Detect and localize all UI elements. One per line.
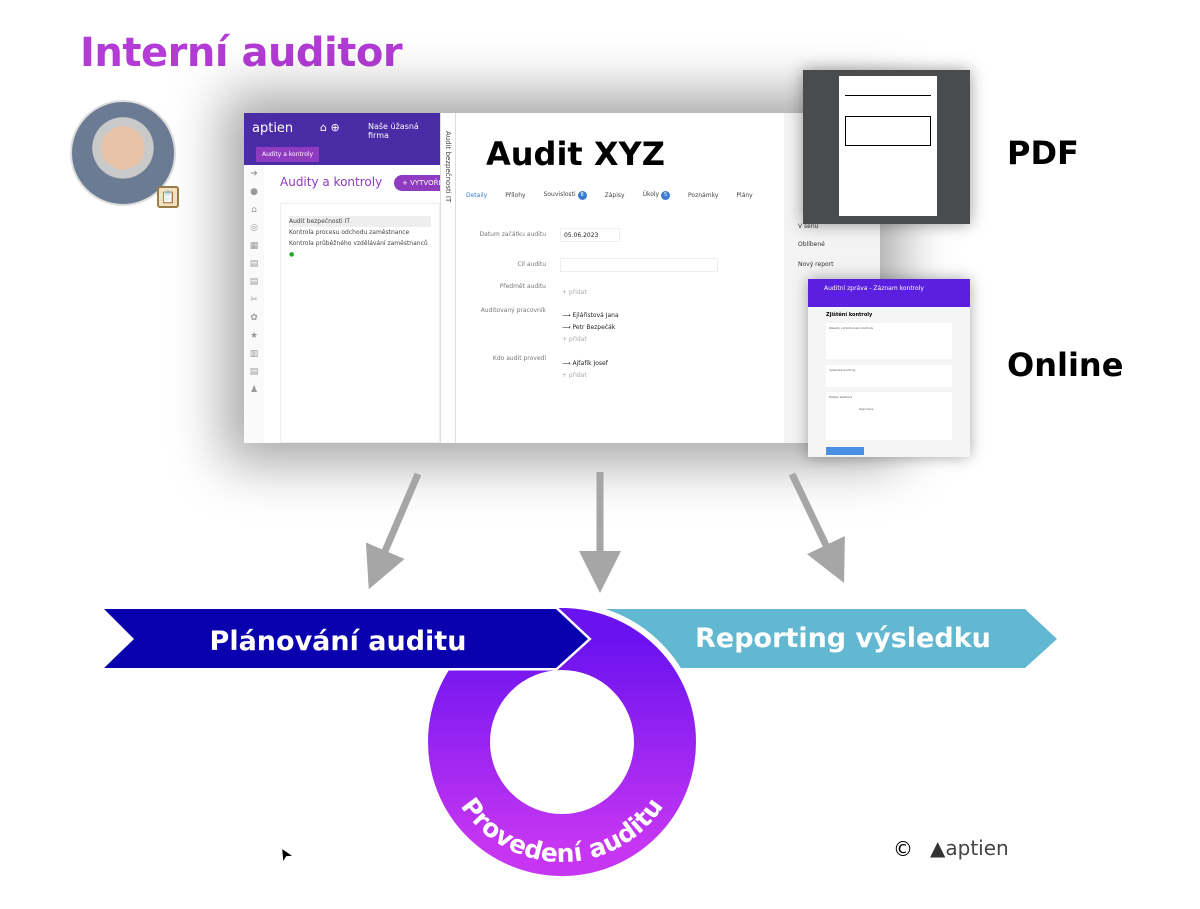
tab-ukoly: Úkoly 5 <box>643 191 671 200</box>
reporting-arrow <box>600 609 1057 668</box>
flow-arrows <box>365 472 845 593</box>
form-field: Výsledek kontroly <box>826 365 952 387</box>
sidebar-icons: ➜●⌂◎▦▤▤✂✿★▥▤♟ <box>244 165 264 443</box>
online-label: Online <box>1007 346 1124 384</box>
home-icon: ⌂ ⊕ <box>320 121 340 134</box>
list-item: Audit bezpečnosti IT <box>289 216 431 227</box>
aptien-logo: ▲aptien <box>930 836 1009 860</box>
header-tab: Audity a kontroly <box>256 147 320 162</box>
step-reporting-label: Reporting výsledku <box>695 623 991 654</box>
field-label: Cíl auditu <box>517 261 546 268</box>
person: ⟶ Petr Bezpečák <box>562 324 616 331</box>
pdf-label: PDF <box>1007 134 1079 172</box>
company-name: Naše úžasná firma <box>368 122 419 140</box>
copyright-icon: © <box>893 837 913 861</box>
tab-prilohy: Přílohy <box>505 192 526 199</box>
list-item: Kontrola průběžného vzdělávání zaměstnan… <box>289 240 428 247</box>
vertical-title: Audit bezpečnosti IT <box>444 131 452 203</box>
date-field: 05.06.2023 <box>560 228 620 242</box>
list-title: Audity a kontroly <box>280 175 383 189</box>
form-section: Zjištění kontroly <box>826 312 873 318</box>
person: ⟶ Ejlářistová Jana <box>562 312 619 319</box>
pdf-preview <box>803 70 970 224</box>
app-header: aptien ⌂ ⊕ Naše úžasná firma Audity a ko… <box>244 113 440 165</box>
field-label: Předmět auditu <box>499 283 546 290</box>
field-label: Datum začátku auditu <box>479 231 546 238</box>
page-title: Interní auditor <box>80 30 403 76</box>
goal-field <box>560 258 718 272</box>
app-logo: aptien <box>252 121 294 136</box>
clipboard-icon: 📋 <box>157 186 179 208</box>
tab-souvislosti: Souvislosti 8 <box>544 191 587 200</box>
tab-plany: Plány <box>736 192 753 199</box>
list-item: Kontrola procesu odchodu zaměstnance <box>289 229 410 236</box>
arrow-to-reporting <box>788 472 845 583</box>
detail-panel: Audit XYZ Detaily Přílohy Souvislosti 8 … <box>466 135 753 379</box>
detail-title: Audit XYZ <box>486 135 665 173</box>
tab-zapisy: Zápisy <box>604 192 625 199</box>
step-planning-label: Plánování auditu <box>210 626 467 657</box>
tab-poznamky: Poznámky <box>688 192 719 199</box>
create-button: + VYTVOŘIT <box>394 175 453 191</box>
online-form-preview: Auditní zpráva - Záznam kontroly Zjištěn… <box>808 279 970 457</box>
vertical-strip <box>440 113 456 443</box>
arrow-to-planning <box>365 472 422 590</box>
form-field: Zásady vyhodnocení kontroly <box>826 323 952 359</box>
tab-detaily: Detaily <box>466 192 488 199</box>
person: ⟶ Ajťafík Josef <box>562 360 608 367</box>
field-label: Auditovaný pracovník <box>480 307 546 314</box>
pdf-page <box>839 76 937 216</box>
form-header: Auditní zpráva - Záznam kontroly <box>808 279 970 307</box>
tab-bar: Detaily Přílohy Souvislosti 8 Zápisy Úko… <box>466 191 753 200</box>
app-screenshot: aptien ⌂ ⊕ Naše úžasná firma Audity a ko… <box>244 113 880 443</box>
field-label: Kdo audit provedl <box>492 355 546 362</box>
submit-button <box>826 447 864 455</box>
audit-list: Audit bezpečnosti IT Kontrola procesu od… <box>280 203 440 443</box>
